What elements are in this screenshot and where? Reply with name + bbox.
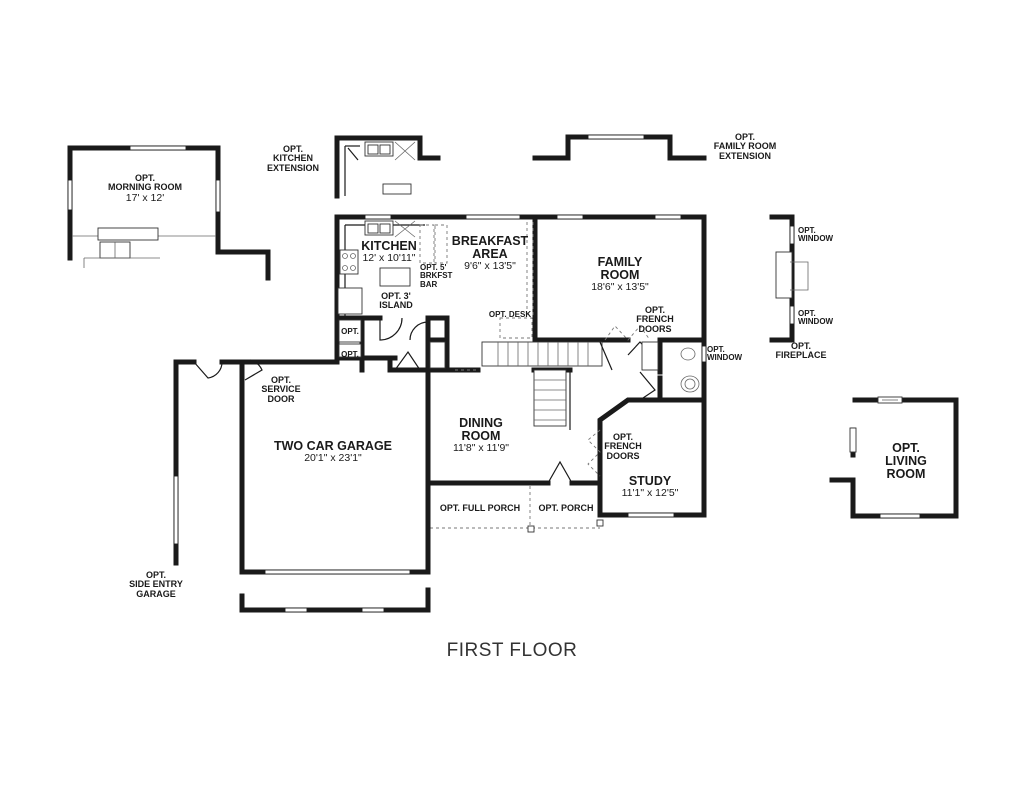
family-french-doors-l3: DOORS [638, 323, 672, 334]
study-label: STUDY 11'1" x 12'5" [612, 474, 688, 500]
study-french-doors-l1: OPT. [612, 432, 633, 442]
desk-label: OPT. DESK [484, 310, 536, 319]
breakfast-area-dims: 9'6" x 13'5" [464, 260, 516, 273]
kitchen-label: KITCHEN 12' x 10'11" [350, 239, 428, 265]
study-dims: 11'1" x 12'5" [621, 487, 679, 500]
fireplace-window-bottom-l1: OPT. [798, 309, 816, 318]
morning-room-dims: 17' x 12' [125, 191, 165, 204]
dining-room-dims: 11'8" x 11'9" [452, 442, 510, 455]
living-room-option [829, 396, 959, 519]
family-room-extension-option [532, 134, 707, 161]
garage-label: TWO CAR GARAGE 20'1" x 23'1" [262, 439, 404, 465]
powder-window-label: OPT. WINDOW [707, 345, 747, 363]
dining-room-label: DINING ROOM 11'8" x 11'9" [440, 416, 522, 455]
kitchen-extension-l3: EXTENSION [266, 162, 319, 173]
study-french-doors-label: OPT. FRENCH DOORS [598, 432, 648, 461]
fireplace-l1: OPT. [790, 341, 811, 351]
porch-label: OPT. PORCH [532, 503, 600, 513]
breakfast-bar-l2: BRKFST [420, 271, 453, 281]
stairs [455, 341, 613, 430]
fireplace-label: OPT. FIREPLACE [770, 341, 832, 361]
side-entry-garage-l3: GARAGE [136, 588, 176, 599]
service-door-l1: OPT. [270, 375, 291, 385]
fireplace-window-top-l1: OPT. [798, 226, 816, 235]
breakfast-bar-l3: BAR [420, 279, 438, 289]
island-l1: OPT. 3' [381, 291, 411, 301]
family-room-extension-l3: EXTENSION [718, 150, 771, 161]
garage-name: TWO CAR GARAGE [273, 439, 393, 453]
garage-dims: 20'1" x 23'1" [304, 452, 362, 465]
living-room-l2: LIVING [885, 454, 927, 469]
kitchen-fixtures [337, 220, 534, 339]
side-entry-garage-l2: SIDE ENTRY [129, 579, 183, 590]
kitchen-name: KITCHEN [361, 239, 417, 253]
living-room-l3: ROOM [886, 467, 926, 482]
study-french-doors-l2: FRENCH [604, 441, 642, 452]
service-door-label: OPT. SERVICE DOOR [254, 375, 308, 404]
family-room-dims: 18'6" x 13'5" [591, 281, 649, 294]
family-room-extension-l1: OPT. [734, 132, 755, 142]
pantry-2-label: OPT. [339, 350, 361, 359]
pantry-closets [338, 317, 446, 369]
side-entry-garage-l1: OPT. [145, 570, 166, 580]
morning-room-name: MORNING ROOM [108, 182, 182, 193]
desk-text: OPT. DESK [488, 310, 532, 319]
study-french-doors-l3: DOORS [606, 450, 640, 461]
island-label: OPT. 3' ISLAND [372, 291, 420, 311]
service-door-l3: DOOR [267, 393, 295, 404]
porch-text: OPT. PORCH [538, 503, 594, 513]
fireplace-window-bottom-label: OPT. WINDOW [798, 309, 840, 327]
breakfast-bar-l1: OPT. 5' [420, 263, 447, 272]
kitchen-extension-label: OPT. KITCHEN EXTENSION [258, 144, 328, 173]
family-room-l2: ROOM [600, 268, 640, 283]
kitchen-extension-l2: KITCHEN [273, 153, 313, 164]
kitchen-dims: 12' x 10'11" [362, 252, 416, 265]
powder-window-l2: WINDOW [707, 353, 743, 363]
breakfast-area-l2: AREA [472, 247, 508, 262]
fireplace-l2: FIREPLACE [775, 350, 827, 361]
island-l2: ISLAND [379, 300, 413, 311]
dining-room-l2: ROOM [461, 429, 501, 444]
family-room-extension-l2: FAMILY ROOM [713, 141, 777, 152]
fireplace-window-top-label: OPT. WINDOW [798, 226, 840, 244]
porch [430, 486, 604, 533]
living-room-l1: OPT. [892, 441, 920, 455]
kitchen-extension-l1: OPT. [282, 144, 303, 154]
powder-window-l1: OPT. [707, 345, 725, 354]
morning-room-option [67, 145, 271, 281]
family-room-label: FAMILY ROOM 18'6" x 13'5" [575, 255, 665, 294]
family-french-doors-l1: OPT. [644, 305, 665, 315]
morning-room-label: OPT. MORNING ROOM 17' x 12' [90, 173, 200, 204]
pantry-1-text: OPT. [341, 327, 359, 336]
study-name: STUDY [628, 474, 672, 488]
side-entry-garage [173, 359, 245, 566]
full-porch-text: OPT. FULL PORCH [439, 503, 521, 513]
side-entry-garage-label: OPT. SIDE ENTRY GARAGE [118, 570, 194, 599]
breakfast-area-label: BREAKFAST AREA 9'6" x 13'5" [444, 234, 536, 273]
pantry-2-text: OPT. [341, 350, 359, 359]
fireplace-window-bottom-l2: WINDOW [798, 317, 834, 327]
powder-room [604, 325, 707, 401]
family-room-l1: FAMILY [597, 255, 643, 269]
interior-doors [394, 350, 601, 484]
floor-title: FIRST FLOOR [446, 640, 578, 661]
breakfast-area-l1: BREAKFAST [451, 234, 529, 248]
fireplace-window-top-l2: WINDOW [798, 234, 834, 244]
main-house-windows [364, 214, 682, 518]
living-room-label: OPT. LIVING ROOM [870, 441, 942, 482]
breakfast-bar-label: OPT. 5' BRKFST BAR [420, 263, 456, 289]
family-french-doors-l2: FRENCH [636, 314, 674, 325]
pantry-1-label: OPT. [339, 327, 361, 336]
family-room-extension-label: OPT. FAMILY ROOM EXTENSION [700, 132, 790, 161]
fireplace-option [769, 214, 809, 343]
family-french-doors-label: OPT. FRENCH DOORS [630, 305, 680, 334]
dining-room-l1: DINING [459, 416, 503, 430]
service-door-l2: SERVICE [261, 384, 301, 395]
kitchen-extension-option [334, 135, 441, 199]
garage [239, 359, 431, 613]
full-porch-label: OPT. FULL PORCH [432, 503, 528, 513]
morning-room-opt: OPT. [134, 173, 155, 183]
